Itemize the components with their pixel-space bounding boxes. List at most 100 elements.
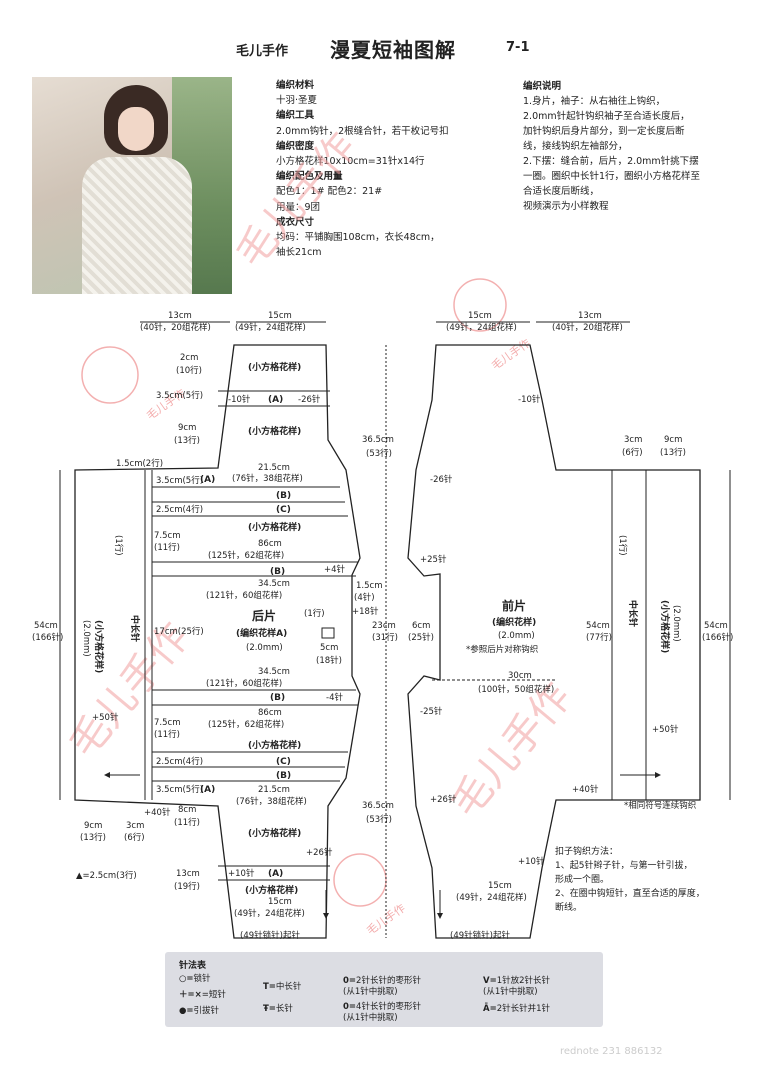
dim-label: 3cm [126, 821, 144, 831]
instruction-line: 1.身片，袖子：从右袖往上钩织， [523, 96, 666, 107]
back-hook: (2.0mm) [246, 643, 283, 653]
dim-label: (11行) [174, 817, 200, 828]
back-hem-row: (1行) [113, 535, 124, 556]
back-hem-pattern: (小方格花样) [93, 620, 105, 673]
dim-label: 9cm [84, 821, 102, 831]
front-hem-mid: 中长针 [627, 600, 639, 627]
dim-label: 3.5cm(5行) [156, 390, 203, 401]
dim-label: 86cm [258, 708, 282, 718]
dim-label: 13cm [168, 311, 192, 321]
back-pattern-b: (B) [276, 771, 291, 781]
dim-label: (49针，24组花样) [234, 908, 305, 919]
dim-label: 21.5cm [258, 463, 290, 473]
instruction-line: 2.下摆：缝合前，后片，2.0mm针挑下摆 [523, 156, 699, 167]
dim-label: (121针，60组花样) [206, 590, 282, 601]
button-line: 1、起5针辫子针，与第一针引拔， [555, 861, 693, 871]
front-note: *参照后片对称钩织 [466, 644, 538, 655]
dim-label: (19行) [174, 881, 200, 892]
dim-label: (49针锁针)起针 [240, 930, 300, 941]
back-pattern-a: (A) [200, 785, 215, 795]
front-dec-label: -25针 [420, 706, 443, 717]
dim-label: (53行) [366, 448, 392, 459]
front-note2: *相同符号连续钩织 [624, 800, 696, 811]
front-dec-label: -10针 [518, 394, 541, 405]
legend-item: Ā=2针长针并1针 [483, 1004, 551, 1014]
dim-label: (49针，24组花样) [456, 892, 527, 903]
dim-label: 15cm [488, 881, 512, 891]
dim-label: 36.5cm [362, 435, 394, 445]
watermark-small: 毛儿手作 [489, 336, 533, 373]
sweater-shape [82, 157, 192, 294]
materials-info: 编织材料 十羽·圣夏 编织工具 2.0mm钩针，2根缝合针，若干枚记号扣 编织密… [276, 78, 506, 260]
front-subtitle: (编织花样) [492, 616, 536, 628]
back-piece-outline [74, 344, 361, 939]
dim-label: 6cm [412, 621, 430, 631]
dim-label: (13行) [660, 447, 686, 458]
dim-label: (1行) [304, 608, 325, 619]
dim-label: 7.5cm [154, 718, 180, 728]
instruction-line: 线，接线钩织左袖部分， [523, 141, 628, 152]
dim-label: (18针) [316, 655, 342, 666]
stitch-legend: 针法表 ○=锁针 ＋=×=短针 ●=引拔针 T=中长针 Ŧ=长针 0=2针长针的… [165, 952, 603, 1027]
watermark-big: 毛儿手作 [227, 124, 365, 276]
page-number: 7-1 [506, 40, 530, 55]
page-title: 漫夏短袖图解 [330, 38, 456, 62]
dim-label: 7.5cm [154, 531, 180, 541]
density-title: 编织密度 [276, 140, 315, 152]
header: 毛儿手作 漫夏短袖图解 7-1 [0, 34, 768, 64]
size-line2: 袖长21cm [276, 247, 322, 259]
dim-label: 9cm [664, 435, 682, 445]
dim-label: (53行) [366, 814, 392, 825]
back-pattern-a: (A) [268, 395, 283, 405]
back-subtitle: (编织花样A) [236, 627, 287, 639]
dim-label: 15cm [468, 311, 492, 321]
back-pattern-label: (小方格花样) [248, 361, 301, 373]
front-inc-label: +10针 [518, 856, 545, 867]
button-line: 形成一个圈。 [555, 875, 610, 885]
back-hem-hook: (2.0mm) [81, 620, 91, 657]
instructions-title: 编织说明 [523, 81, 562, 92]
dim-label: 8cm [178, 805, 196, 815]
back-inc-label: +18针 [352, 606, 379, 617]
dim-label: (166针) [32, 632, 63, 643]
front-hem-row: (1行) [617, 535, 628, 556]
back-hem-band [144, 470, 153, 800]
color-title: 编织配色及用量 [276, 171, 343, 183]
back-pattern-c: (C) [276, 505, 291, 515]
cat-logo [333, 853, 387, 907]
dim-label: 86cm [258, 539, 282, 549]
triangle-note: ▲=2.5cm(3行) [76, 870, 137, 881]
dim-label: (121针，60组花样) [206, 678, 282, 689]
dim-label: (4针) [354, 592, 375, 603]
back-pattern-b: (B) [270, 567, 285, 577]
dim-label: 23cm [372, 621, 396, 631]
back-pattern-label: (小方格花样) [248, 739, 301, 751]
dim-label: 13cm [578, 311, 602, 321]
dim-label: (49针，24组花样) [235, 322, 306, 333]
back-hem-mid: 中长针 [129, 615, 141, 642]
back-pattern-a: (A) [200, 475, 215, 485]
dim-label: (49针锁针)起针 [450, 930, 510, 941]
dim-label: 2cm [180, 353, 198, 363]
dim-label: (31行) [372, 632, 398, 643]
instructions: 编织说明 1.身片，袖子：从右袖往上钩织， 2.0mm针起针钩织袖子至合适长度后… [523, 79, 748, 214]
model-photo [32, 77, 232, 294]
dim-label: 54cm [34, 621, 58, 631]
brand: 毛儿手作 [236, 44, 289, 59]
front-hook: (2.0mm) [498, 631, 535, 641]
front-dec-label: -26针 [430, 474, 453, 485]
cat-logo [81, 346, 139, 404]
dim-label: (77行) [586, 632, 612, 643]
back-pattern-label: (小方格花样) [248, 425, 301, 437]
instruction-line: 视频演示为小样教程 [523, 201, 609, 212]
legend-item: ●=引拔针 [179, 1006, 220, 1016]
back-inc-label: +10针 [228, 868, 255, 879]
button-line: 断线。 [555, 903, 583, 913]
dim-label: 36.5cm [362, 801, 394, 811]
tools-title: 编织工具 [276, 110, 315, 122]
material: 十羽·圣夏 [276, 95, 318, 107]
legend-item: 0=2针长针的枣形针(从1针中挑取) [343, 976, 421, 997]
back-dec-label: -26针 [298, 394, 321, 405]
dim-label: 3.5cm(5行) [156, 475, 203, 486]
legend-title: 针法表 [179, 961, 207, 971]
